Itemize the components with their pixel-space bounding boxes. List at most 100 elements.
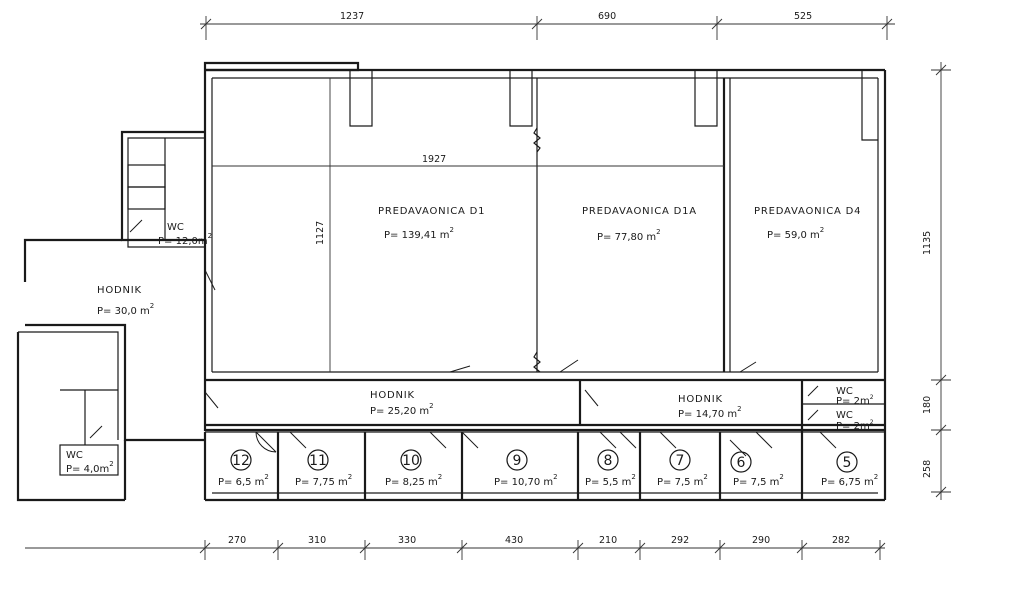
- svg-text:P= 7,5 m2: P= 7,5 m2: [657, 473, 708, 488]
- lecture-hall-d1-area-sup: 2: [450, 226, 454, 234]
- dimension-bottom-4: 430: [505, 535, 523, 546]
- top-dimension-line: 1237 690 525: [200, 11, 895, 40]
- room-5: 5 P= 6,75 m2: [821, 451, 878, 488]
- room-8-area: P= 5,5 m: [585, 477, 631, 488]
- svg-text:P= 8,25 m2: P= 8,25 m2: [385, 473, 442, 488]
- lecture-hall-d1: PREDAVAONICA D1 P= 139,41 m2: [378, 206, 485, 241]
- svg-text:P= 25,20 m2: P= 25,20 m2: [370, 402, 434, 417]
- svg-text:P= 10,70 m2: P= 10,70 m2: [494, 473, 558, 488]
- wc-right-upper-area-sup: 2: [870, 394, 874, 401]
- room-7-number: 7: [676, 453, 685, 469]
- svg-text:P= 6,5 m2: P= 6,5 m2: [218, 473, 269, 488]
- dimension-bottom-8: 282: [832, 535, 850, 546]
- room-9-area-sup: 2: [553, 473, 557, 481]
- wc-lower-left-name: WC: [66, 450, 83, 461]
- room-8-area-sup: 2: [631, 473, 635, 481]
- corridor-left-name: HODNIK: [97, 285, 142, 296]
- svg-text:P= 77,80 m2: P= 77,80 m2: [597, 228, 661, 243]
- corridor-left-area: P= 30,0 m: [97, 306, 150, 317]
- building-walls: 1927 11 2 7: [16, 61, 887, 502]
- room-10-circle: [400, 449, 422, 471]
- room-9-area: P= 10,70 m: [494, 477, 553, 488]
- room-7-area-sup: 2: [703, 473, 707, 481]
- room-6: 6 P= 7,5 m2: [730, 451, 784, 488]
- room-11-area-sup: 2: [348, 473, 352, 481]
- wc-lower-left-area-sup: 2: [109, 460, 113, 468]
- wc-lower-left: WC P= 4,0m2: [66, 450, 114, 475]
- lecture-hall-d1-area: P= 139,41 m: [384, 230, 450, 241]
- svg-text:P= 2m2: P= 2m2: [836, 394, 874, 407]
- bottom-dimension-line: 270 310 330 430 210 292 290 282: [25, 535, 886, 560]
- wc-upper-left-name: WC: [167, 222, 184, 233]
- corridor-center-name: HODNIK: [370, 390, 415, 401]
- lecture-hall-d1-name: PREDAVAONICA D1: [378, 206, 485, 217]
- corridor-right-area-sup: 2: [737, 405, 741, 413]
- room-5-area: P= 6,75 m: [821, 477, 874, 488]
- svg-text:P= 7,75 m2: P= 7,75 m2: [295, 473, 352, 488]
- room-7-area: P= 7,5 m: [657, 477, 703, 488]
- dimension-bottom-2: 310: [308, 535, 326, 546]
- corridor-left-area-sup: 2: [150, 302, 154, 310]
- room-6-area-sup: 2: [779, 473, 783, 481]
- lecture-hall-d1a-area-sup: 2: [656, 228, 660, 236]
- wc-right-lower-area: P= 2m: [836, 421, 870, 432]
- dimension-right-3: 258: [922, 460, 933, 478]
- svg-text:P= 6,75 m2: P= 6,75 m2: [821, 473, 878, 488]
- room-8-number: 8: [604, 453, 613, 469]
- lecture-hall-d1a: PREDAVAONICA D1A P= 77,80 m2: [582, 206, 697, 243]
- door-swings: [89, 219, 837, 457]
- wc-lower-left-area: P= 4,0m: [66, 464, 109, 475]
- svg-text:P= 12,0m2: P= 12,0m2: [158, 232, 212, 247]
- dimension-bottom-7: 290: [752, 535, 770, 546]
- room-10: 10 P= 8,25 m2: [385, 449, 442, 488]
- svg-text:P= 4,0m2: P= 4,0m2: [66, 460, 114, 475]
- corridor-center-area-sup: 2: [429, 402, 433, 410]
- room-12-number: 12: [232, 453, 250, 469]
- wc-right-upper-area: P= 2m: [836, 396, 870, 407]
- svg-text:P= 2m2: P= 2m2: [836, 419, 874, 432]
- room-9: 9 P= 10,70 m2: [494, 449, 558, 488]
- room-5-area-sup: 2: [874, 473, 878, 481]
- dimension-right-1: 1135: [922, 231, 933, 255]
- room-10-area: P= 8,25 m: [385, 477, 438, 488]
- lecture-hall-d4-name: PREDAVAONICA D4: [754, 206, 861, 217]
- lecture-hall-d1a-name: PREDAVAONICA D1A: [582, 206, 697, 217]
- room-8: 8 P= 5,5 m2: [585, 449, 636, 488]
- room-10-area-sup: 2: [438, 473, 442, 481]
- room-9-circle: [506, 449, 528, 471]
- svg-text:P= 5,5 m2: P= 5,5 m2: [585, 473, 636, 488]
- wc-upper-left-area-sup: 2: [208, 232, 212, 240]
- corridor-left: HODNIK P= 30,0 m2: [97, 285, 154, 317]
- wc-right-lower-name: WC: [836, 410, 853, 421]
- dimension-top-1: 1237: [340, 11, 364, 22]
- svg-text:P= 30,0 m2: P= 30,0 m2: [97, 302, 154, 317]
- lecture-hall-d4: PREDAVAONICA D4 P= 59,0 m2: [754, 206, 861, 241]
- corridor-center: HODNIK P= 25,20 m2: [370, 390, 434, 417]
- room-6-circle: [730, 451, 752, 473]
- room-6-area: P= 7,5 m: [733, 477, 779, 488]
- room-7: 7 P= 7,5 m2: [657, 449, 708, 488]
- room-5-circle: [836, 451, 858, 473]
- svg-text:P= 7,5 m2: P= 7,5 m2: [733, 473, 784, 488]
- room-7-circle: [669, 449, 691, 471]
- dimension-bottom-6: 292: [671, 535, 689, 546]
- corridor-right: HODNIK P= 14,70 m2: [678, 394, 742, 420]
- svg-text:P= 59,0 m2: P= 59,0 m2: [767, 226, 824, 241]
- room-12-area-sup: 2: [264, 473, 268, 481]
- room-10-number: 10: [402, 453, 420, 469]
- dimension-right-2: 180: [922, 396, 933, 414]
- dimension-bottom-5: 210: [599, 535, 617, 546]
- corridor-center-area: P= 25,20 m: [370, 406, 429, 417]
- corridor-right-area: P= 14,70 m: [678, 409, 737, 420]
- room-11-number: 11: [309, 453, 327, 469]
- room-9-number: 9: [513, 453, 522, 469]
- room-12: 12 P= 6,5 m2: [218, 449, 269, 488]
- svg-text:P= 14,70 m2: P= 14,70 m2: [678, 405, 742, 420]
- wc-right-lower: WC P= 2m2: [836, 410, 874, 432]
- right-dimension-line: 1135 180 258: [922, 62, 951, 500]
- dimension-inner-horizontal: 1927: [422, 154, 446, 165]
- room-12-circle: [230, 449, 252, 471]
- dimension-bottom-1: 270: [228, 535, 246, 546]
- lecture-hall-d1a-area: P= 77,80 m: [597, 232, 656, 243]
